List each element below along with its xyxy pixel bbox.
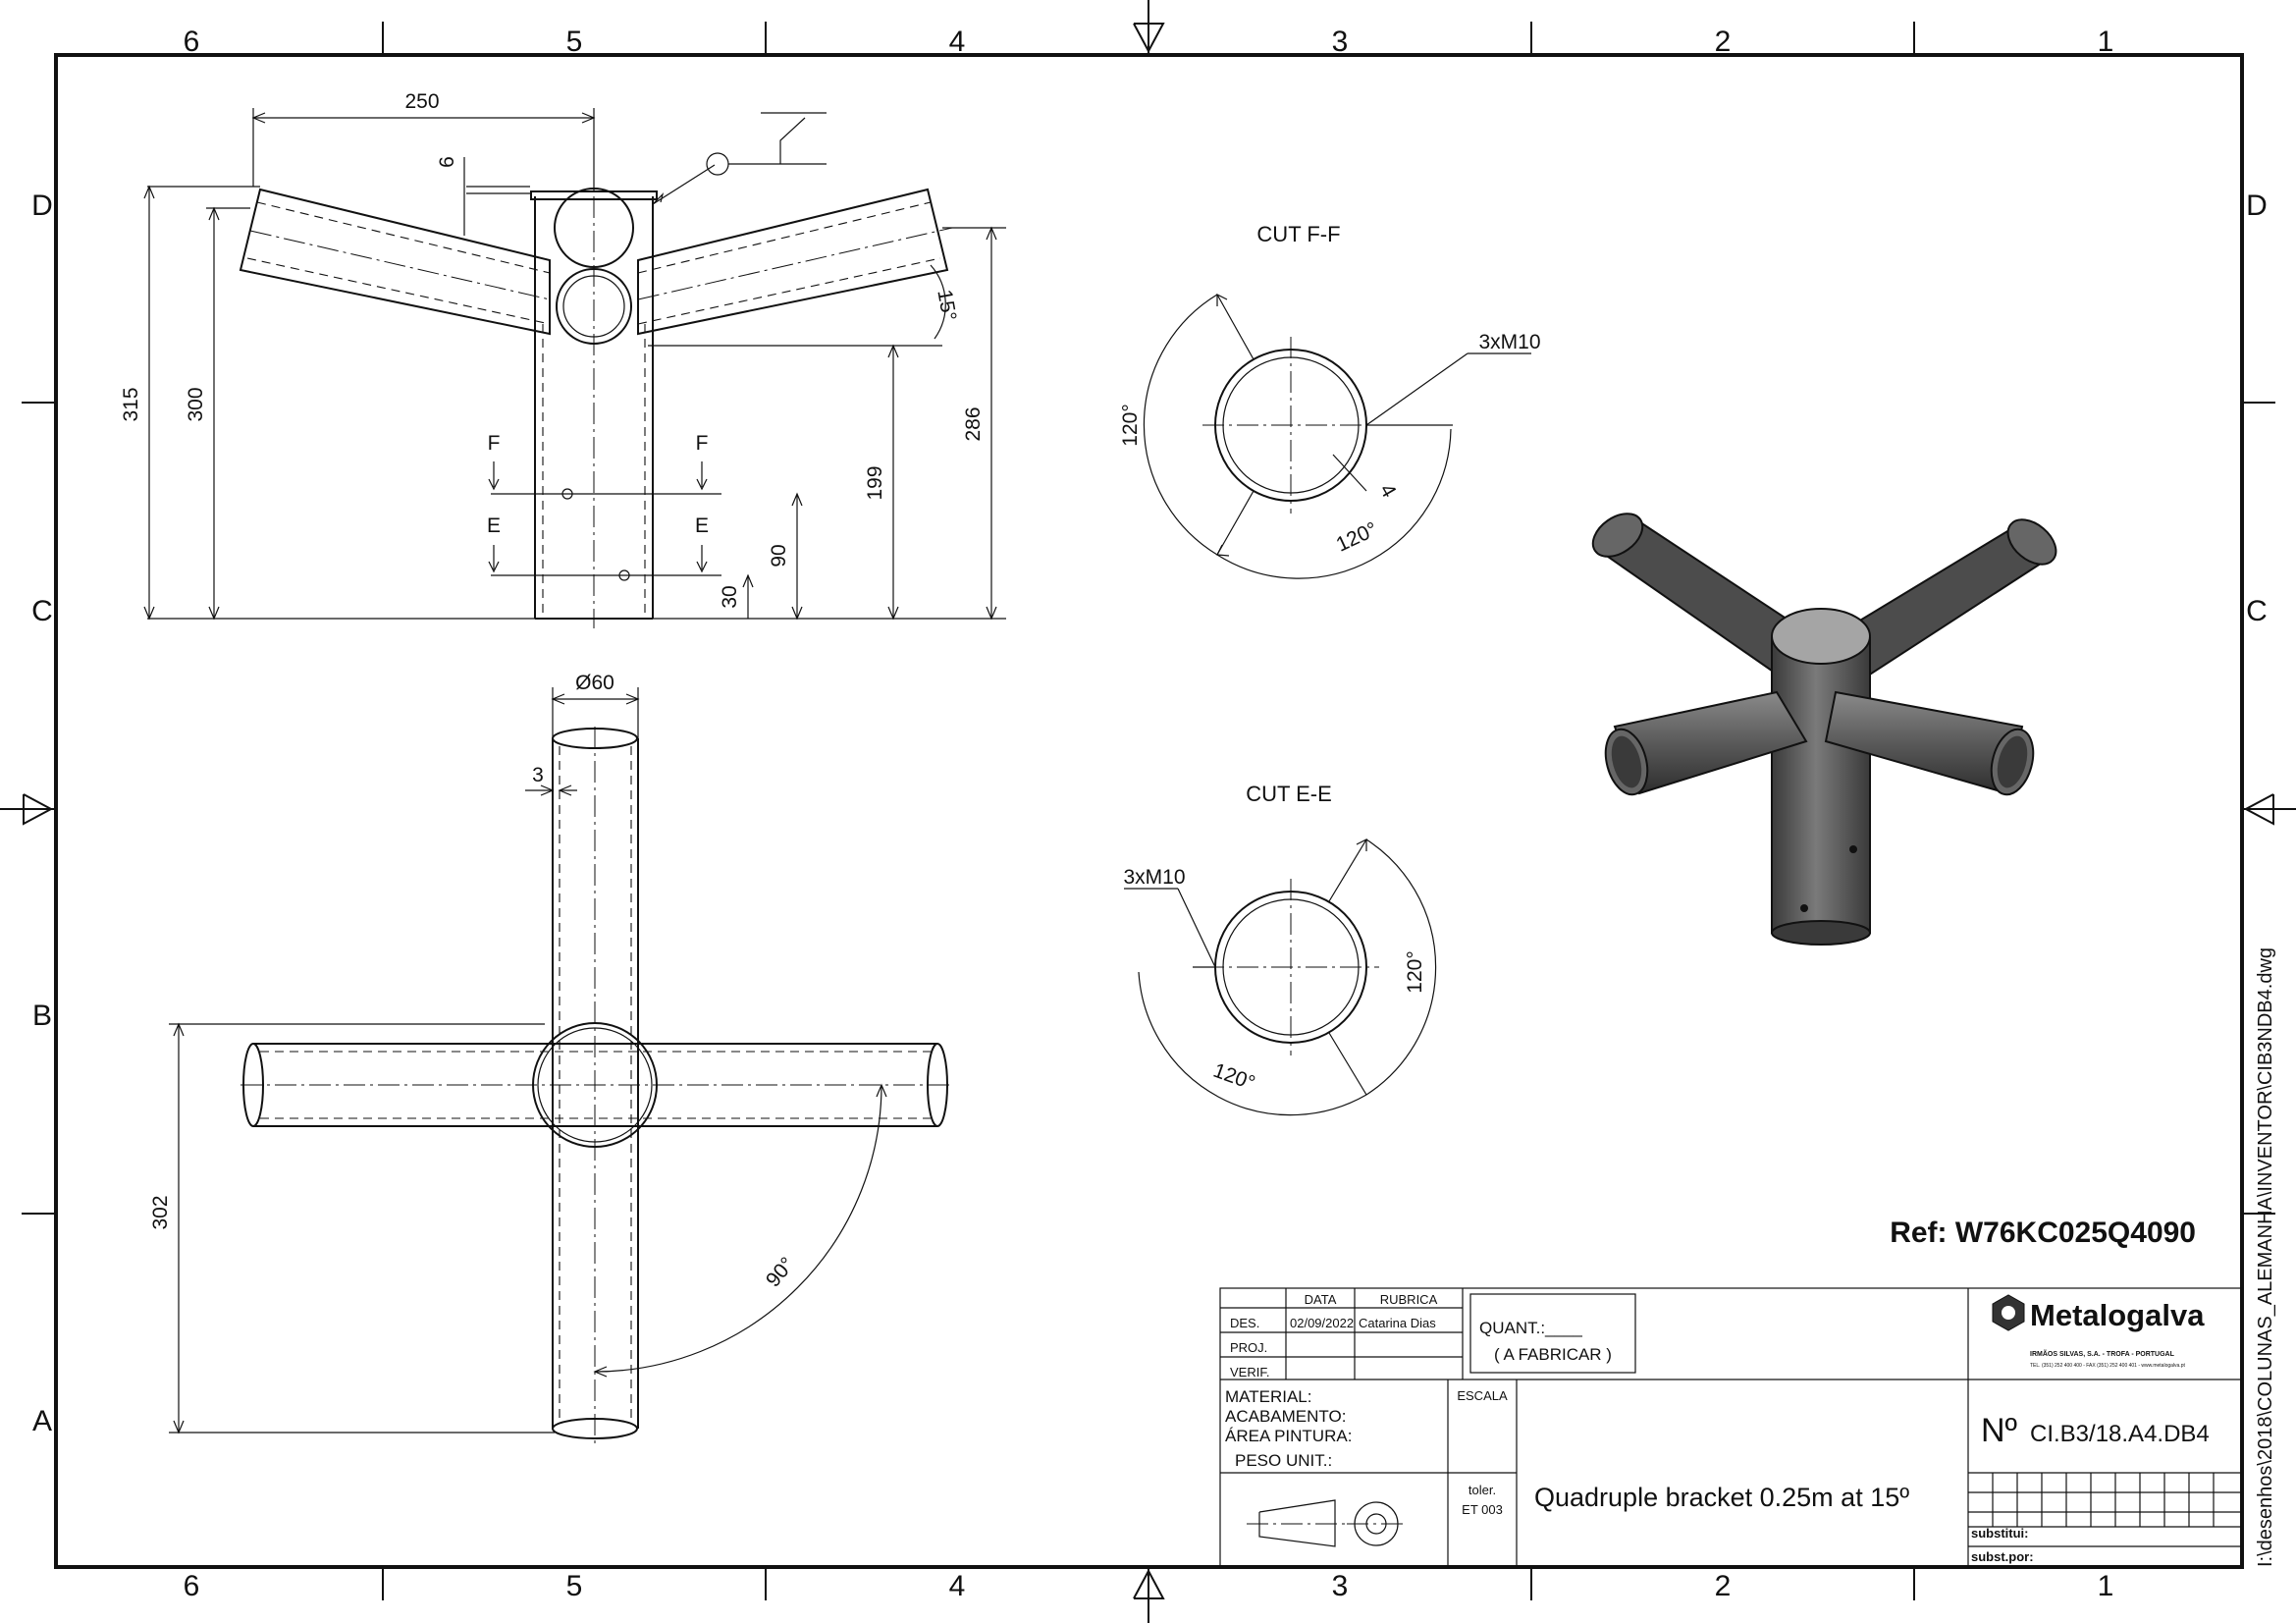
tb-material: MATERIAL: [1225, 1387, 1311, 1406]
title-block [1219, 1287, 2243, 1568]
zone-col-2: 2 [1715, 26, 1732, 58]
zone-row-c: C [31, 595, 53, 627]
tb-substitui: substitui: [1971, 1526, 2029, 1541]
tb-row-des: DES. [1230, 1316, 1259, 1330]
front-view [143, 108, 1006, 628]
zone-row-d-right: D [2246, 189, 2268, 222]
cut-ee-angle-a: 120° [1404, 950, 1426, 993]
tb-col-data: DATA [1305, 1292, 1337, 1307]
zone-col-3: 3 [1332, 26, 1349, 58]
company-logo-text: Metalogalva [2030, 1298, 2205, 1332]
zone-row-d: D [31, 189, 53, 222]
dim-arm-length: 250 [404, 90, 439, 113]
section-mark-f-left: F [488, 432, 501, 455]
front-view-labels: 250 6 315 300 286 199 90 30 15° F F E E [120, 90, 985, 609]
tb-area-pintura: ÁREA PINTURA: [1225, 1427, 1352, 1445]
cut-ee-angle-b: 120° [1210, 1059, 1258, 1095]
zone-col-5: 5 [566, 26, 583, 58]
tb-date: 02/09/2022 [1290, 1316, 1354, 1330]
tb-subst-por: subst.por: [1971, 1549, 2034, 1564]
zone-col-3-bottom: 3 [1332, 1570, 1349, 1602]
tb-a-fabricar: ( A FABRICAR ) [1494, 1345, 1612, 1364]
tb-number-prefix: Nº [1981, 1412, 2017, 1449]
zone-col-4-bottom: 4 [949, 1570, 966, 1602]
cut-ff-title: CUT F-F [1256, 222, 1340, 246]
zone-row-b: B [32, 1000, 52, 1032]
dim-height-199: 199 [864, 465, 886, 500]
cut-ee-view [1124, 839, 1437, 1116]
zone-col-6: 6 [184, 26, 200, 58]
tb-description: Quadruple bracket 0.25m at 15º [1534, 1483, 1909, 1512]
dim-height-286: 286 [962, 406, 985, 441]
cut-ee-labels: CUT E-E 3xM10 120° 120° [1123, 782, 1426, 1095]
zone-col-6-bottom: 6 [184, 1570, 200, 1602]
cut-ff-angle-a: 120° [1119, 404, 1142, 446]
zone-labels: 6 5 4 3 2 1 6 5 4 3 2 1 D C B A D C [31, 26, 2268, 1602]
cut-ff-angle-b: 120° [1333, 518, 1381, 557]
tb-row-proj: PROJ. [1230, 1340, 1267, 1355]
tb-et: ET 003 [1462, 1502, 1503, 1517]
zone-col-4: 4 [949, 26, 966, 58]
tb-toler: toler. [1468, 1483, 1496, 1497]
dim-diameter: Ø60 [575, 672, 614, 694]
top-view-labels: Ø60 3 302 90° [149, 672, 799, 1291]
tb-peso-unit: PESO UNIT.: [1235, 1451, 1332, 1470]
top-view [169, 687, 950, 1443]
tb-col-rubrica: RUBRICA [1380, 1292, 1438, 1307]
dim-wall-thickness: 3 [532, 764, 544, 786]
dim-height-300: 300 [185, 387, 207, 421]
dim-wall-offset: 6 [436, 156, 458, 168]
section-mark-e-left: E [487, 514, 501, 537]
zone-col-5-bottom: 5 [566, 1570, 583, 1602]
zone-col-1: 1 [2098, 26, 2114, 58]
cut-ee-title: CUT E-E [1246, 782, 1332, 806]
dim-angle-90: 90° [762, 1253, 799, 1291]
tb-acabamento: ACABAMENTO: [1225, 1407, 1346, 1426]
dim-span-302: 302 [149, 1195, 172, 1229]
dim-height-315: 315 [120, 387, 142, 421]
company-contact: TEL. (351) 252 400 400 - FAX (351) 252 4… [2030, 1363, 2185, 1369]
cut-ee-holes: 3xM10 [1123, 866, 1185, 889]
tb-escala: ESCALA [1457, 1388, 1508, 1403]
title-block-text: DATA RUBRICA DES. PROJ. VERIF. 02/09/202… [1225, 1292, 2210, 1564]
tb-row-verif: VERIF. [1230, 1365, 1269, 1380]
cut-ff-offset: 4 [1375, 480, 1401, 502]
section-mark-f-right: F [696, 432, 709, 455]
cut-ff-labels: CUT F-F 3xM10 120° 120° 4 [1119, 222, 1541, 557]
cut-ff-view [1143, 294, 1531, 579]
tb-author: Catarina Dias [1359, 1316, 1436, 1330]
zone-row-c-right: C [2246, 595, 2268, 627]
bracket-3d-render [1591, 513, 2057, 946]
zone-row-a: A [32, 1405, 52, 1437]
company-subtitle: IRMÃOS SILVAS, S.A. - TROFA - PORTUGAL [2030, 1349, 2175, 1358]
zone-col-1-bottom: 1 [2098, 1570, 2114, 1602]
dim-angle-15: 15° [933, 288, 960, 322]
drawing-reference: Ref: W76KC025Q4090 [1890, 1217, 2196, 1249]
cut-ff-holes: 3xM10 [1478, 331, 1540, 353]
dim-hole-30: 30 [719, 585, 741, 608]
file-path: I:\desenhos\2018\COLUNAS_ALEMANHA\INVENT… [2255, 947, 2276, 1567]
tb-quant: QUANT.:____ [1479, 1319, 1582, 1337]
dim-hole-90: 90 [768, 544, 790, 567]
zone-col-2-bottom: 2 [1715, 1570, 1732, 1602]
tb-number: CI.B3/18.A4.DB4 [2030, 1421, 2210, 1447]
section-mark-e-right: E [695, 514, 709, 537]
